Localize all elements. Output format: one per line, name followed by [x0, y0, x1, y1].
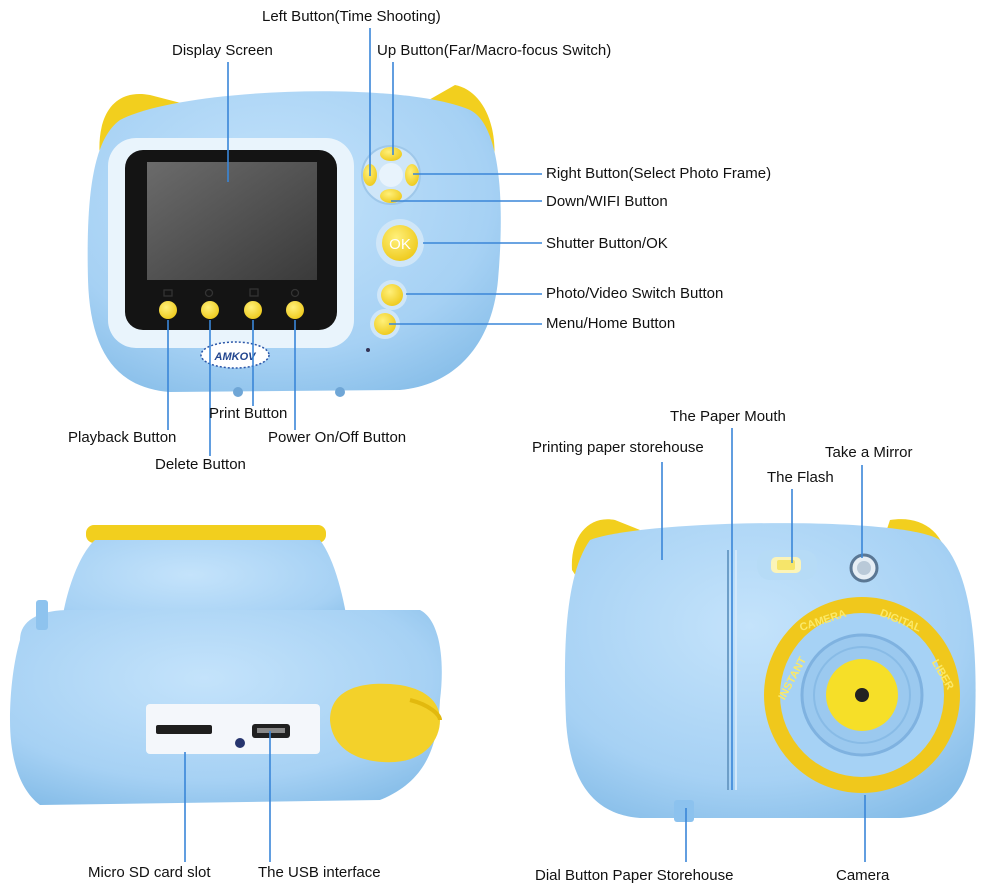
- down-button: [380, 189, 402, 203]
- dial-button: [674, 800, 694, 822]
- delete-button: [201, 301, 219, 319]
- side-strap-post: [36, 600, 48, 630]
- foot-right: [335, 387, 345, 397]
- paper-slot-top: [86, 525, 326, 543]
- indicator-led: [235, 738, 245, 748]
- up-button-label: Up Button(Far/Macro-focus Switch): [377, 42, 612, 59]
- power-button: [286, 301, 304, 319]
- side-ear: [330, 683, 440, 763]
- shutter-button: [382, 225, 418, 261]
- leader-lines: [167, 28, 866, 862]
- left-button-label: Left Button(Time Shooting): [262, 8, 441, 25]
- bottom-button-icons: [163, 288, 300, 298]
- up-button: [380, 147, 402, 161]
- shutter-button-label: Shutter Button/OK: [546, 235, 668, 252]
- right-button-label: Right Button(Select Photo Frame): [546, 165, 772, 182]
- photo-video-button: [381, 284, 403, 306]
- print-button: [244, 301, 262, 319]
- menu-home-button-label: Menu/Home Button: [546, 315, 676, 332]
- front-camera: AMKOV OK: [87, 85, 501, 397]
- paper-storehouse-label: Printing paper storehouse: [532, 439, 704, 456]
- menu-button: [374, 313, 396, 335]
- ok-text: OK: [389, 236, 411, 253]
- photo-video-button-label: Photo/Video Switch Button: [546, 285, 724, 302]
- dpad-center: [379, 163, 403, 187]
- micro-sd-slot: [156, 725, 212, 734]
- camera-label: Camera: [836, 867, 890, 884]
- take-mirror-label: Take a Mirror: [825, 444, 913, 461]
- playback-button-label: Playback Button: [68, 429, 177, 446]
- dial-button-label: Dial Button Paper Storehouse: [535, 867, 734, 884]
- foot-left: [233, 387, 243, 397]
- mic-hole: [366, 348, 370, 352]
- side-camera: [10, 525, 442, 805]
- power-button-label: Power On/Off Button: [268, 429, 407, 446]
- brand-logo: AMKOV: [214, 351, 258, 363]
- port-panel: [146, 704, 320, 754]
- display-screen-label: Display Screen: [172, 42, 273, 59]
- right-button: [405, 164, 419, 186]
- usb-interface-label: The USB interface: [258, 864, 381, 881]
- playback-button: [159, 301, 177, 319]
- screen-glass: [147, 162, 317, 280]
- flash-label: The Flash: [767, 469, 834, 486]
- micro-sd-label: Micro SD card slot: [88, 864, 211, 881]
- camera-lens: [855, 688, 869, 702]
- print-button-label: Print Button: [209, 405, 288, 422]
- paper-mouth-label: The Paper Mouth: [670, 408, 786, 425]
- back-camera: INSTANT CAMERA DIGITAL LIBER: [564, 519, 976, 822]
- delete-button-label: Delete Button: [155, 456, 246, 473]
- down-button-label: Down/WIFI Button: [546, 193, 668, 210]
- brand-badge: [200, 341, 270, 369]
